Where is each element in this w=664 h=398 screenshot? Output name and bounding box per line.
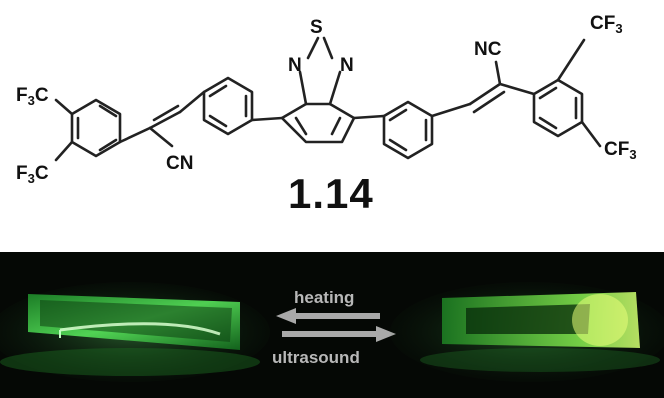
cyano-right: NC [474,39,502,60]
photo-illustration [0,282,664,382]
thiadiazole-nitrogen-right: N [340,55,354,76]
process-forward-label: heating [294,288,355,307]
benzothiadiazole-ring [280,102,356,144]
cyano-left: CN [166,153,194,174]
reversible-arrows [276,308,396,342]
chemical-structure: F3C F3C CN S N N NC CF3 CF3 1.14 [16,13,637,217]
thiadiazole-sulfur: S [310,17,323,38]
cf3-right-bottom: CF3 [604,139,637,162]
process-reverse-label: ultrasound [272,348,360,367]
compound-label: 1.14 [288,170,374,217]
structure-bonds [54,36,602,162]
cf3-left-bottom: F3C [16,163,49,186]
thiadiazole-nitrogen-left: N [288,55,302,76]
right-phenylene-ring [382,100,434,160]
photo-panel: heating ultrasound [0,252,664,398]
cf3-right-top: CF3 [590,13,623,36]
cf3-left-top: F3C [16,85,49,108]
